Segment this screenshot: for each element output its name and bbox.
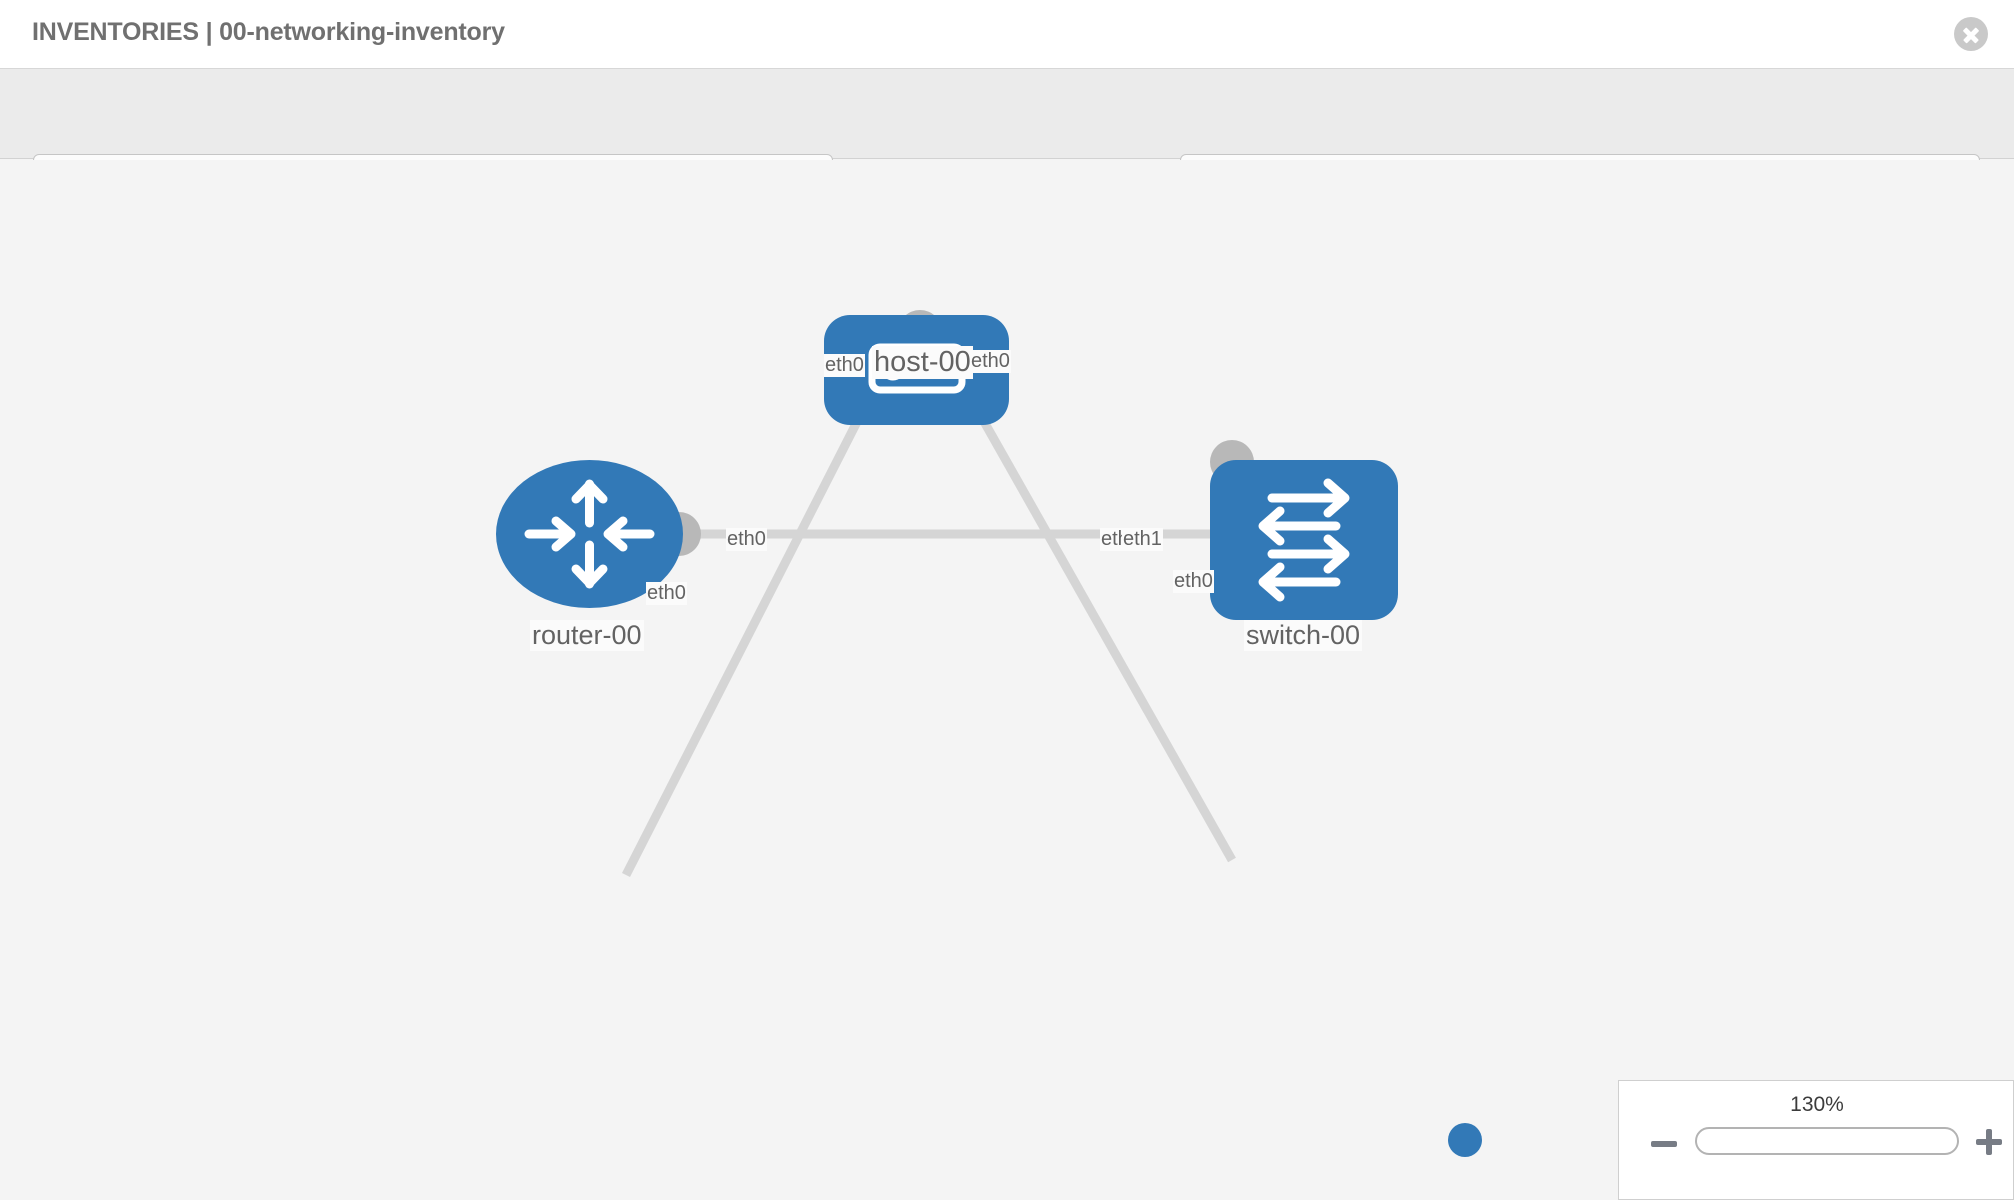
zoom-level-value: 130% [1790, 1093, 1844, 1116]
zoom-slider-track[interactable] [1695, 1127, 1959, 1155]
topology-canvas[interactable]: host-00 router-00 [0, 160, 2014, 1200]
edge-label-switch-horizontal-front: eth1 [1122, 528, 1163, 551]
plus-icon-horizontal [1976, 1139, 2002, 1145]
node-host-00-label: host-00 [872, 346, 973, 379]
zoom-in-button[interactable] [1976, 1129, 2002, 1155]
page-header: INVENTORIES | 00-networking-inventory [0, 0, 2014, 69]
zoom-out-button[interactable] [1651, 1141, 1677, 1147]
node-switch-00[interactable] [1210, 460, 1398, 620]
edge-label-host-left: eth0 [824, 354, 865, 377]
switch-arrows-icon [1258, 478, 1350, 602]
zoom-control-panel: 130% [1618, 1080, 2014, 1200]
edge-label-router-horizontal: eth0 [726, 528, 767, 551]
zoom-slider-thumb[interactable] [1448, 1123, 1482, 1157]
router-arrows-icon [524, 479, 655, 589]
toolbar: ACTIONS SEARCH [0, 69, 2014, 206]
edge-label-switch-diagonal: eth0 [1173, 570, 1214, 593]
node-router-00-label: router-00 [530, 620, 644, 651]
page-title: INVENTORIES | 00-networking-inventory [32, 18, 505, 46]
edge-label-host-right: eth0 [970, 350, 1011, 373]
edge-label-router-diagonal: eth0 [646, 582, 687, 605]
node-switch-00-label: switch-00 [1244, 620, 1363, 651]
node-switch-00-shape [1210, 460, 1398, 620]
close-icon[interactable] [1954, 17, 1988, 51]
